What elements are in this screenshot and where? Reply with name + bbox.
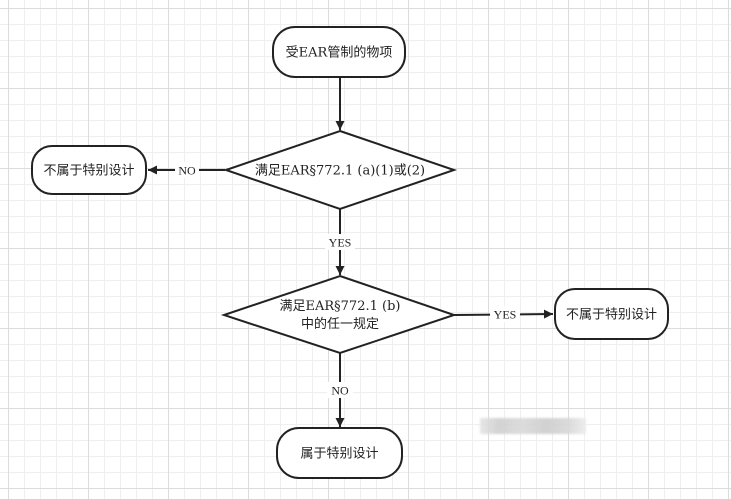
node-start[interactable]: 受EAR管制的物项 bbox=[272, 26, 406, 78]
edge-decision2-no: NO bbox=[327, 353, 353, 427]
node-result-bottom[interactable]: 属于特别设计 bbox=[276, 427, 403, 479]
node-decision1-text: 满足EAR§772.1 (a)(1)或(2) bbox=[255, 164, 425, 179]
edge-decision1-yes: YES bbox=[325, 209, 355, 275]
node-result-right-text: 不属于特别设计 bbox=[566, 308, 657, 323]
edge-decision1-no: NO bbox=[148, 162, 225, 178]
node-decision2-text-line1: 满足EAR§772.1 (b) bbox=[280, 299, 401, 314]
node-result-left[interactable]: 不属于特别设计 bbox=[31, 145, 147, 195]
node-decision2-text-line2: 中的任一规定 bbox=[301, 316, 379, 332]
edge-label-no: NO bbox=[331, 384, 349, 398]
blurred-watermark bbox=[480, 418, 586, 434]
node-start-text: 受EAR管制的物项 bbox=[286, 45, 393, 61]
node-result-right[interactable]: 不属于特别设计 bbox=[554, 288, 669, 340]
edge-label-no: NO bbox=[178, 164, 196, 178]
node-decision1[interactable]: 满足EAR§772.1 (a)(1)或(2) bbox=[222, 129, 458, 211]
node-decision2[interactable]: 满足EAR§772.1 (b) 中的任一规定 bbox=[220, 274, 458, 355]
node-result-left-text: 不属于特别设计 bbox=[43, 164, 134, 179]
edge-label-yes: YES bbox=[329, 236, 352, 250]
node-result-bottom-text: 属于特别设计 bbox=[300, 447, 378, 462]
edge-label-yes: YES bbox=[494, 308, 517, 322]
edge-decision2-yes: YES bbox=[453, 306, 554, 322]
